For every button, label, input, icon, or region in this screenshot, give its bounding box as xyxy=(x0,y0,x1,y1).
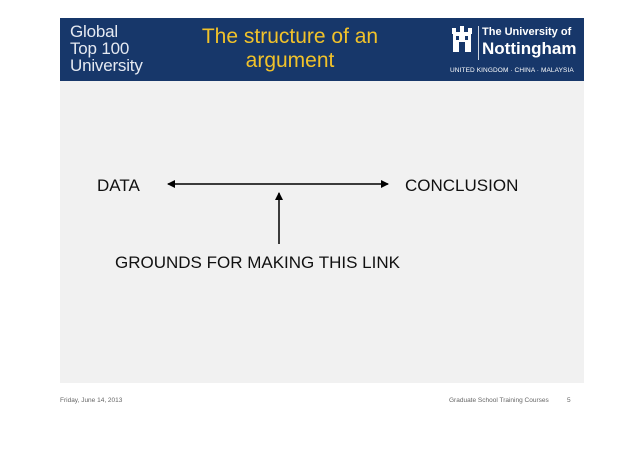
ranking-text: Global Top 100 University xyxy=(70,23,180,74)
university-name-line-1: The University of xyxy=(482,26,572,38)
header-banner: Global Top 100 University The structure … xyxy=(60,18,584,81)
slide-title-line-1: The structure of an xyxy=(201,25,379,48)
slide-title: The structure of an argument xyxy=(190,25,390,73)
ranking-line-2: Top 100 xyxy=(70,39,130,58)
footer-date: Friday, June 14, 2013 xyxy=(60,397,123,404)
page-number: 5 xyxy=(567,397,571,404)
slide-title-line-2: argument xyxy=(245,49,335,72)
data-label: DATA xyxy=(97,176,140,195)
content-panel: DATA CONCLUSION GROUNDS FOR MAKING THIS … xyxy=(60,81,584,383)
footer-course: Graduate School Training Courses xyxy=(449,397,549,404)
university-crest-icon xyxy=(452,26,472,52)
ranking-line-1: Global xyxy=(70,22,118,41)
university-locations: UNITED KINGDOM · CHINA · MALAYSIA xyxy=(450,67,574,74)
university-name-line-2: Nottingham xyxy=(482,39,577,58)
university-logo-text: The University of Nottingham xyxy=(482,26,576,58)
argument-diagram xyxy=(167,180,389,244)
logo-divider xyxy=(478,26,479,60)
grounds-label: GROUNDS FOR MAKING THIS LINK xyxy=(115,253,400,272)
conclusion-label: CONCLUSION xyxy=(405,176,519,195)
ranking-line-3: University xyxy=(70,56,143,75)
